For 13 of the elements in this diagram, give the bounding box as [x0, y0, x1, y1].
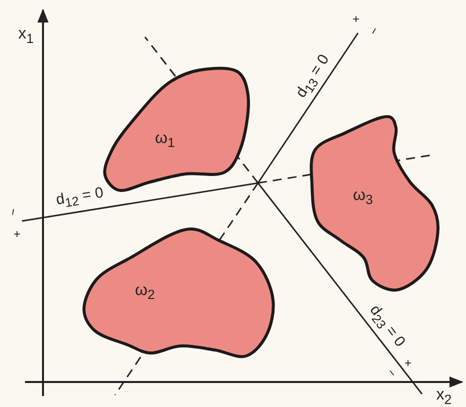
sign-mark: + — [14, 228, 20, 240]
sign-mark: + — [352, 13, 360, 25]
sign-mark: − — [367, 24, 381, 38]
region-label: ω$_{3}$ — [353, 186, 373, 208]
axis-label: x$_{1}$ — [18, 26, 34, 46]
class-region — [84, 229, 273, 356]
sign-mark: − — [6, 208, 20, 216]
region-label: ω$_{2}$ — [135, 282, 155, 302]
axis-label: x$_{2}$ — [436, 388, 452, 406]
sign-mark: − — [385, 366, 399, 380]
boundary-label: d$_{12}$ = 0 — [55, 185, 105, 211]
class-region — [312, 117, 438, 290]
sign-mark: + — [404, 357, 412, 369]
